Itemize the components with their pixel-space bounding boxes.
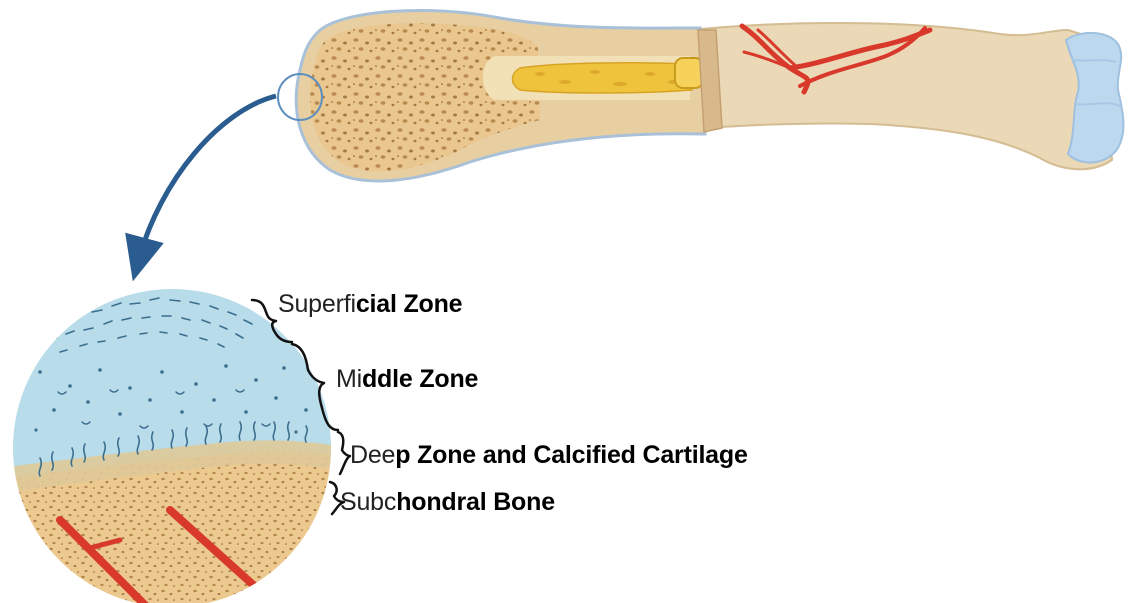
deep-zone-label: Deep Zone and Calcified Cartilage [350, 441, 748, 470]
marrow-end [675, 58, 703, 88]
zoom-indicator [138, 74, 322, 262]
superficial-zone-label: Superficial Zone [278, 290, 462, 319]
brace-deep [338, 432, 350, 474]
bone-shaft [690, 23, 1112, 169]
subchondral-bone-label: Subchondral Bone [340, 488, 555, 517]
long-bone [296, 10, 1123, 181]
yellow-marrow [513, 63, 693, 93]
zoom-arrow [138, 96, 276, 262]
magnified-cross-section [0, 280, 340, 603]
middle-zone-label: Middle Zone [336, 365, 478, 394]
